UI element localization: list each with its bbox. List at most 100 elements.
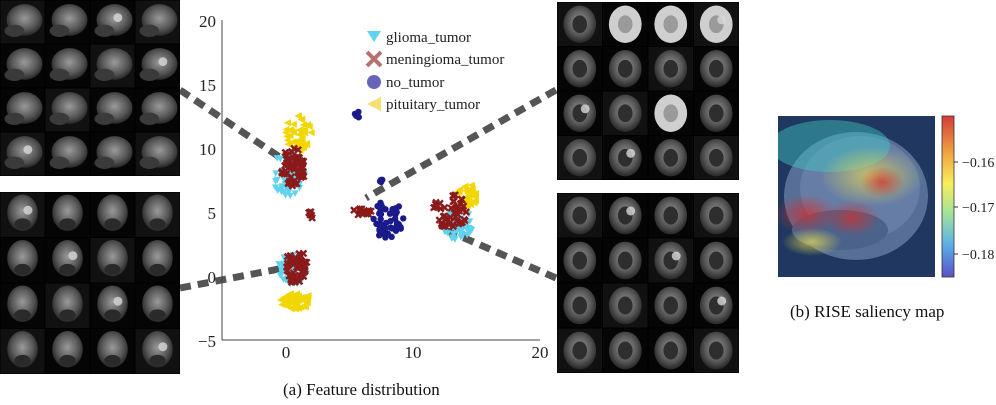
mri-thumbnail (557, 193, 602, 238)
mri-thumbnail (603, 283, 648, 328)
scatter-point-meningioma-tumor (290, 272, 299, 280)
legend-marker-no-tumor (367, 75, 381, 89)
scatter-point-meningioma-tumor (453, 210, 462, 219)
mri-thumbnail (648, 136, 693, 180)
mri-thumbnail (135, 283, 180, 328)
mri-thumbnail (557, 328, 602, 373)
scatter-point-meningioma-tumor (287, 278, 296, 287)
scatter-point-pituitary-tumor (295, 304, 303, 312)
mri-thumbnail (135, 88, 180, 132)
mri-thumbnail (90, 329, 135, 374)
scatter-point-glioma-tumor (279, 276, 287, 283)
mri-thumbnail (648, 2, 693, 46)
scatter-point-no-tumor (375, 221, 383, 228)
mri-thumbnail (135, 44, 180, 88)
scatter-point-no-tumor (376, 226, 383, 233)
scatter-point-pituitary-tumor (295, 126, 303, 134)
thumbnail-grid-sagittal-top-left (0, 0, 180, 176)
scatter-point-meningioma-tumor (294, 145, 302, 154)
scatter-point-no-tumor (395, 203, 403, 210)
connector-lines (178, 86, 558, 292)
scatter-point-glioma-tumor (444, 230, 452, 237)
mri-thumbnail (603, 136, 648, 180)
scatter-point-no-tumor (400, 215, 407, 222)
legend-marker-glioma (367, 31, 381, 42)
scatter-point-meningioma-tumor (446, 213, 455, 222)
mri-thumbnail (694, 283, 739, 328)
legend: glioma_tumor meningioma_tumor no_tumor p… (365, 30, 504, 113)
scatter-point-no-tumor (377, 215, 384, 223)
mri-thumbnail (0, 132, 45, 176)
scatter-point-glioma-tumor (468, 227, 476, 234)
scatter-point-pituitary-tumor (286, 126, 294, 134)
mri-thumbnail (45, 329, 90, 374)
colorbar-tick-label: −0.16 (962, 156, 994, 171)
scatter-point-pituitary-tumor (464, 187, 472, 195)
colorbar-tick-label: −0.17 (962, 201, 994, 216)
y-tick-label: 5 (208, 204, 217, 223)
scatter-point-meningioma-tumor (283, 263, 291, 271)
scatter-point-no-tumor (379, 203, 386, 211)
thumbnail-grid-axial-top-right (557, 2, 739, 180)
colorbar (941, 115, 955, 278)
mri-thumbnail (0, 0, 45, 44)
y-tick-label: 20 (199, 12, 216, 31)
y-tick-label: −5 (198, 332, 216, 351)
scatter-point-pituitary-tumor (280, 296, 288, 304)
mri-thumbnail (694, 91, 739, 135)
feature-scatter-plot: 20 15 10 5 0 −5 0 10 20 glioma_tumor men… (198, 12, 549, 362)
mri-thumbnail (557, 91, 602, 135)
legend-label-no-tumor: no_tumor (386, 75, 444, 91)
mri-thumbnail (603, 47, 648, 91)
scatter-point-meningioma-tumor (364, 210, 373, 218)
mri-thumbnail (45, 192, 90, 237)
scatter-point-pituitary-tumor (471, 197, 479, 205)
scatter-point-glioma-tumor (278, 268, 286, 276)
scatter-point-meningioma-tumor (287, 147, 296, 156)
scatter-point-pituitary-tumor (469, 192, 477, 200)
mri-thumbnail (45, 238, 90, 283)
scatter-point-glioma-tumor (451, 236, 459, 243)
mri-thumbnail (557, 2, 602, 46)
scatter-point-no-tumor (386, 210, 394, 217)
mri-thumbnail (648, 328, 693, 373)
mri-thumbnail (45, 132, 90, 176)
caption-saliency-map: (b) RISE saliency map (790, 302, 945, 321)
mri-thumbnail (90, 132, 135, 176)
mri-thumbnail (648, 193, 693, 238)
scatter-point-no-tumor (391, 215, 399, 222)
mri-thumbnail (45, 88, 90, 132)
scatter-point-glioma-tumor (282, 192, 290, 199)
mri-thumbnail (603, 2, 648, 46)
y-tick-label: 15 (199, 76, 216, 95)
mri-thumbnail (90, 44, 135, 88)
mri-thumbnail (90, 238, 135, 283)
mri-thumbnail (694, 238, 739, 283)
mri-thumbnail (0, 44, 45, 88)
legend-marker-pituitary (367, 97, 381, 111)
colorbar-tick-label: −0.18 (962, 248, 994, 263)
connector-bottom-right (444, 226, 558, 282)
scatter-point-pituitary-tumor (303, 141, 311, 149)
mri-thumbnail (0, 192, 45, 237)
mri-thumbnail (45, 44, 90, 88)
scatter-point-glioma-tumor (285, 188, 293, 195)
connector-bottom-left (179, 264, 285, 292)
scatter-point-pituitary-tumor (300, 302, 308, 310)
mri-thumbnail (603, 238, 648, 283)
scatter-point-pituitary-tumor (297, 116, 305, 124)
scatter-point-glioma-tumor (273, 176, 281, 184)
scatter-point-pituitary-tumor (294, 112, 302, 120)
scatter-point-meningioma-tumor (296, 172, 305, 181)
scatter-point-pituitary-tumor (283, 132, 291, 140)
mri-thumbnail (0, 283, 45, 328)
scatter-point-no-tumor (355, 113, 362, 121)
scatter-point-pituitary-tumor (299, 121, 307, 129)
mri-thumbnail (694, 136, 739, 180)
mri-thumbnail (557, 283, 602, 328)
legend-label-meningioma: meningioma_tumor (386, 52, 504, 68)
scatter-point-no-tumor (376, 178, 384, 185)
scatter-points (271, 108, 479, 313)
scatter-point-meningioma-tumor (449, 191, 457, 200)
scatter-point-meningioma-tumor (292, 158, 300, 167)
